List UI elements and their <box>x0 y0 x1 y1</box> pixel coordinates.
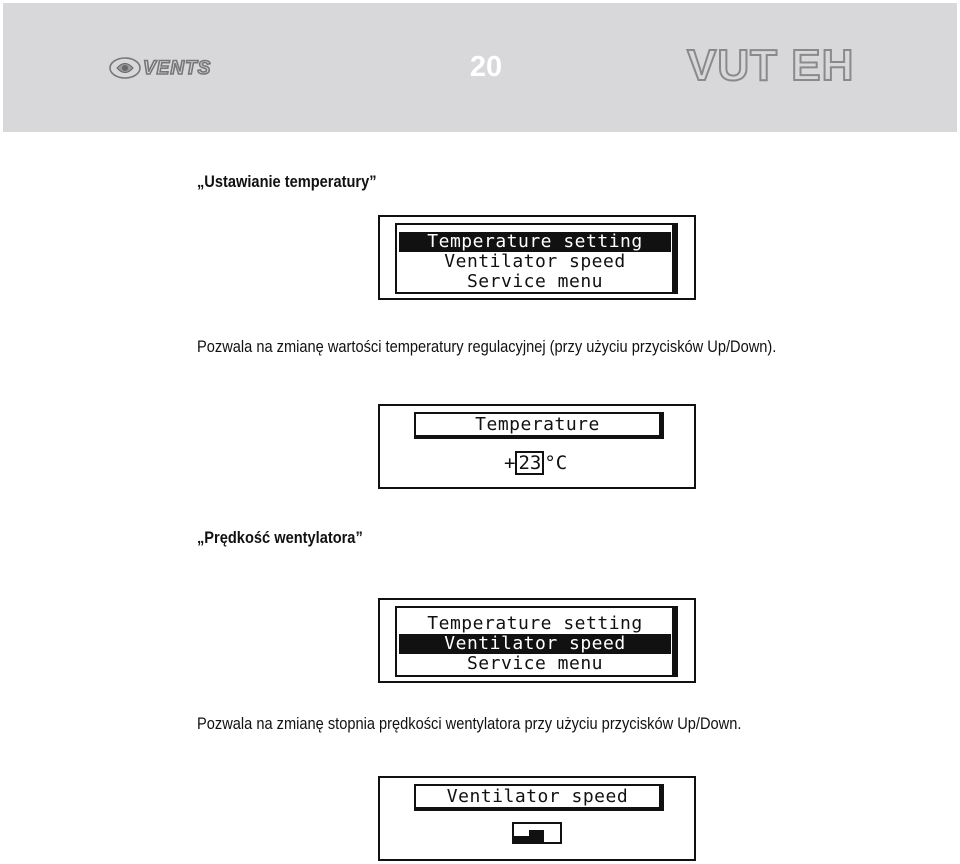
menu-item-temperature-setting[interactable]: Temperature setting <box>427 613 643 634</box>
menu-item-ventilator-speed[interactable]: Ventilator speed <box>399 634 671 654</box>
section-heading-fan-speed: „Prędkość wentylatora” <box>197 528 363 547</box>
menu-item-ventilator-speed[interactable]: Ventilator speed <box>444 251 626 272</box>
lcd-menu-temperature-selected: Temperature setting Ventilator speed Ser… <box>378 215 696 300</box>
temperature-sign: + <box>504 452 516 474</box>
temperature-unit: °C <box>544 452 568 474</box>
lcd-speed-screen: Ventilator speed <box>378 776 696 861</box>
description-temperature: Pozwala na zmianę wartości temperatury r… <box>197 337 777 356</box>
speed-level-indicator[interactable] <box>512 822 562 844</box>
lcd-menu-speed-selected: Temperature setting Ventilator speed Ser… <box>378 598 696 683</box>
speed-bar-1 <box>514 836 529 842</box>
temperature-value[interactable]: 23 <box>515 451 545 475</box>
model-title: VUT EH <box>686 40 855 91</box>
lcd-temperature-screen: Temperature +23°C <box>378 404 696 489</box>
description-fan-speed: Pozwala na zmianę stopnia prędkości went… <box>197 714 742 733</box>
section-heading-temperature: „Ustawianie temperatury” <box>197 172 377 191</box>
screen-title: Ventilator speed <box>414 784 664 811</box>
menu-item-service-menu[interactable]: Service menu <box>466 653 604 674</box>
screen-title: Temperature <box>414 412 664 439</box>
menu-box: Temperature setting Ventilator speed Ser… <box>395 606 678 677</box>
menu-item-temperature-setting[interactable]: Temperature setting <box>399 232 671 252</box>
brand-wordmark: VENTS <box>142 57 212 80</box>
page-header: VENTS 20 VUT EH <box>3 3 957 132</box>
menu-box: Temperature setting Ventilator speed Ser… <box>395 223 678 294</box>
vents-logo <box>109 57 141 79</box>
page-number: 20 <box>469 51 503 83</box>
temperature-readout: +23°C <box>504 450 567 476</box>
speed-bar-2 <box>529 830 544 842</box>
menu-item-service-menu[interactable]: Service menu <box>466 271 604 292</box>
